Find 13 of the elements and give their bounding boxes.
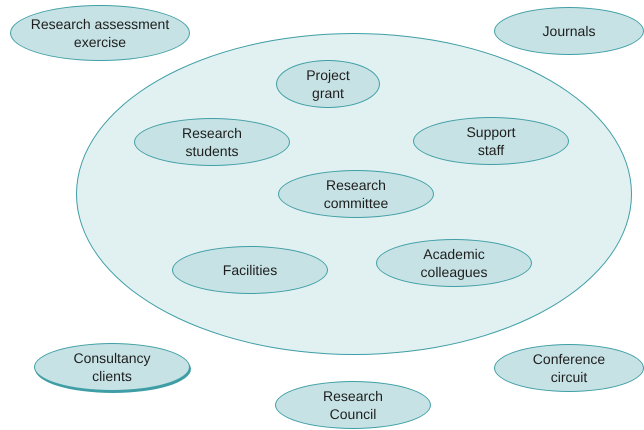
- node-label: Journals: [542, 22, 596, 40]
- node-label: Consultancy clients: [72, 349, 152, 385]
- node-label: Academic colleagues: [420, 245, 488, 281]
- ellipse-node: [494, 344, 644, 392]
- node-label: Research assessment exercise: [30, 15, 170, 51]
- node-label: Project grant: [305, 66, 351, 102]
- node-label: Support staff: [465, 123, 517, 159]
- node-label: Research committee: [322, 176, 390, 212]
- node-label: Conference circuit: [532, 350, 606, 386]
- node-label: Research Council: [322, 387, 384, 423]
- ellipse-node: [494, 7, 644, 55]
- node-label: Research students: [181, 124, 243, 160]
- node-label: Facilities: [222, 261, 278, 279]
